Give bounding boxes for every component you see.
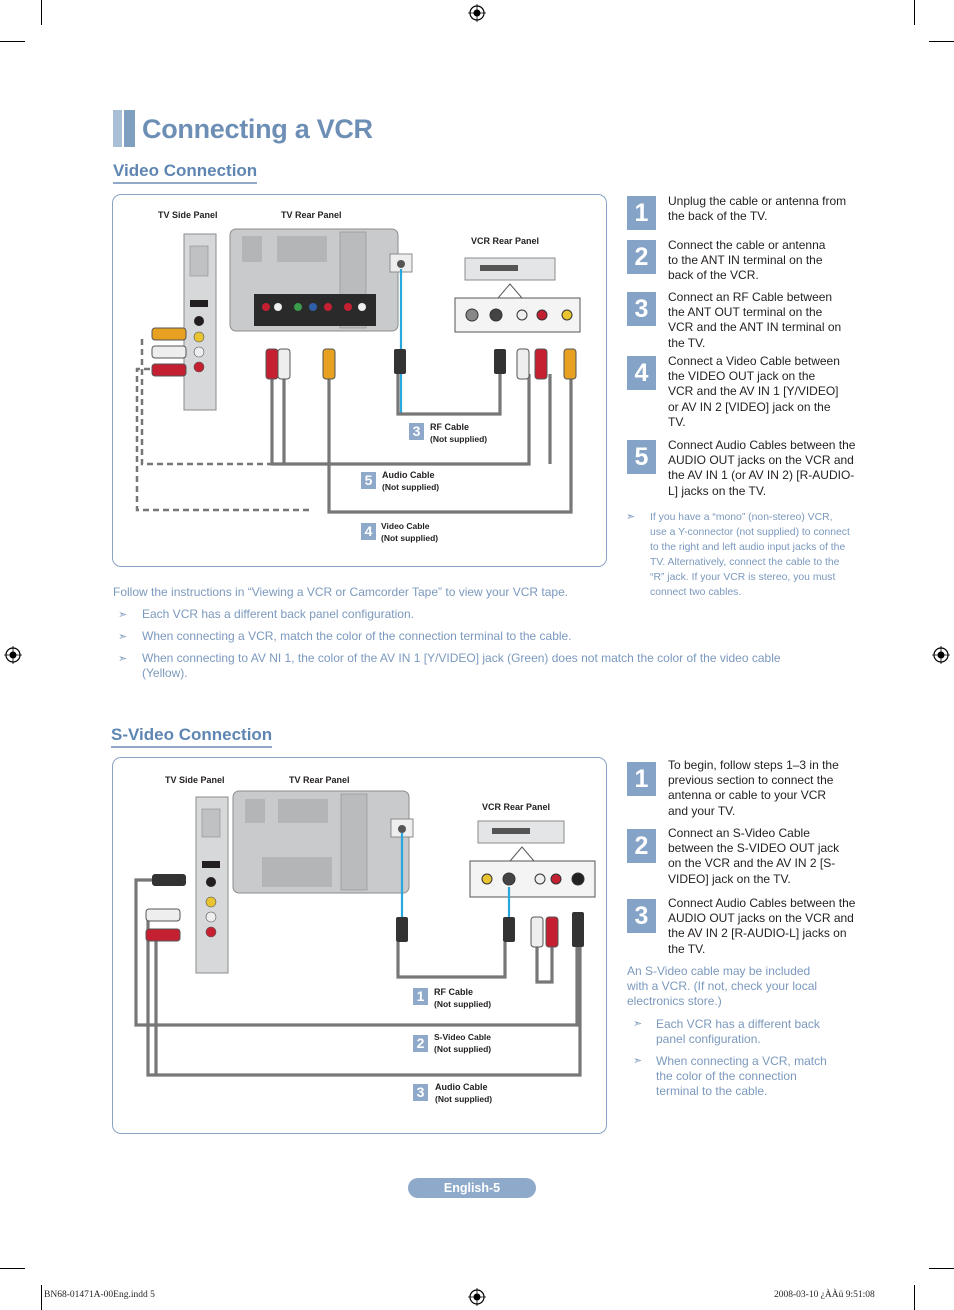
- step-number: 1: [627, 762, 656, 796]
- crop-mark: [0, 41, 25, 42]
- note-bullet: Each VCR has a different back panel conf…: [142, 607, 414, 621]
- video-cable-label: Video Cable(Not supplied): [381, 521, 439, 543]
- note-arrow-icon: ➣: [118, 631, 128, 643]
- note-arrow-icon: ➣: [118, 653, 128, 665]
- crop-mark: [929, 41, 954, 42]
- crop-mark: [41, 0, 42, 25]
- note-bullet: When connecting a VCR, match the color o…: [142, 629, 572, 643]
- video-connection-heading: Video Connection: [113, 161, 258, 184]
- step-text: Unplug the cable or antenna from the bac…: [668, 194, 847, 224]
- audio-cable: [270, 374, 531, 466]
- cable-step-badge: 2: [413, 1035, 428, 1052]
- step-number: 5: [627, 440, 656, 474]
- cable-step-badge: 3: [413, 1084, 428, 1101]
- svideo-connection-diagram: [134, 790, 596, 1077]
- rf-cable: [399, 269, 502, 416]
- crop-mark: [929, 1268, 954, 1269]
- step-number: 2: [627, 240, 656, 274]
- step-number: 3: [627, 292, 656, 326]
- svideo-connection-heading: S-Video Connection: [111, 725, 273, 748]
- video-connection-diagram: [135, 228, 581, 514]
- vcr-rear-panel-label: VCR Rear Panel: [482, 802, 551, 812]
- step-text: To begin, follow steps 1–3 in the previo…: [668, 758, 839, 818]
- cable-step-badge: 5: [361, 472, 376, 489]
- step-number: 4: [627, 356, 656, 390]
- step-number: 2: [627, 829, 656, 863]
- rf-cable: [396, 942, 507, 979]
- registration-mark-icon: [468, 4, 486, 22]
- svideo-cable-label: S-Video Cable(Not supplied): [434, 1032, 492, 1054]
- step-text: Connect a Video Cable between the VIDEO …: [668, 354, 840, 429]
- tv-rear-panel-label: TV Rear Panel: [281, 210, 342, 220]
- tv-side-panel-label: TV Side Panel: [158, 210, 218, 220]
- svideo-note: An S-Video cable may be included with a …: [627, 964, 818, 1008]
- step-number: 1: [627, 196, 656, 230]
- tv-rear-panel-label: TV Rear Panel: [289, 775, 350, 785]
- registration-mark-icon: [4, 646, 22, 664]
- tv-side-panel-label: TV Side Panel: [165, 775, 225, 785]
- registration-mark-icon: [932, 646, 950, 664]
- crop-mark: [0, 1268, 25, 1269]
- crop-mark: [41, 1285, 42, 1310]
- cable-step-badge: 4: [361, 523, 376, 540]
- cable-step-badge: 3: [409, 423, 424, 440]
- audio-cable-label: Audio Cable(Not supplied): [382, 470, 440, 492]
- video-cable: [327, 374, 573, 514]
- page-number-badge: English-5: [408, 1178, 536, 1198]
- rf-cable-label: RF Cable(Not supplied): [434, 987, 492, 1009]
- note-arrow-icon: ➣: [633, 1055, 643, 1067]
- crop-mark: [914, 0, 915, 25]
- step-text: Connect Audio Cables between the AUDIO O…: [668, 896, 856, 956]
- step-text: Connect Audio Cables between the AUDIO O…: [668, 438, 856, 498]
- rf-cable-label: RF Cable(Not supplied): [430, 422, 488, 444]
- note-arrow-icon: ➣: [626, 511, 636, 523]
- note-arrow-icon: ➣: [633, 1018, 643, 1030]
- mono-vcr-note: If you have a “mono” (non-stereo) VCR, u…: [650, 512, 850, 598]
- file-slug: BN68-01471A-00Eng.indd 5: [44, 1290, 155, 1300]
- step-text: Connect the cable or antenna to the ANT …: [668, 238, 826, 283]
- step-text: Connect an S-Video Cable between the S-V…: [668, 826, 840, 886]
- note-bullet: When connecting to AV NI 1, the color of…: [142, 651, 781, 680]
- note-bullet: When connecting a VCR, match the color o…: [656, 1054, 827, 1098]
- step-number: 3: [627, 899, 656, 933]
- audio-cable-label: Audio Cable(Not supplied): [435, 1082, 493, 1104]
- title-accent-bar: [124, 110, 135, 147]
- instruction-text: Follow the instructions in “Viewing a VC…: [113, 585, 569, 599]
- date-slug: 2008-03-10 ¿ÀÀü 9:51:08: [774, 1290, 875, 1300]
- step-text: Connect an RF Cable between the ANT OUT …: [668, 290, 842, 350]
- registration-mark-icon: [468, 1288, 486, 1306]
- title-accent-bar: [113, 110, 122, 147]
- vcr-rear-panel-label: VCR Rear Panel: [471, 236, 540, 246]
- cable-step-badge: 1: [413, 988, 428, 1005]
- svideo-cable: [134, 878, 579, 1027]
- page-title: Connecting a VCR: [142, 114, 373, 144]
- crop-mark: [914, 1285, 915, 1310]
- note-bullet: Each VCR has a different back panel conf…: [656, 1017, 820, 1046]
- note-arrow-icon: ➣: [118, 609, 128, 621]
